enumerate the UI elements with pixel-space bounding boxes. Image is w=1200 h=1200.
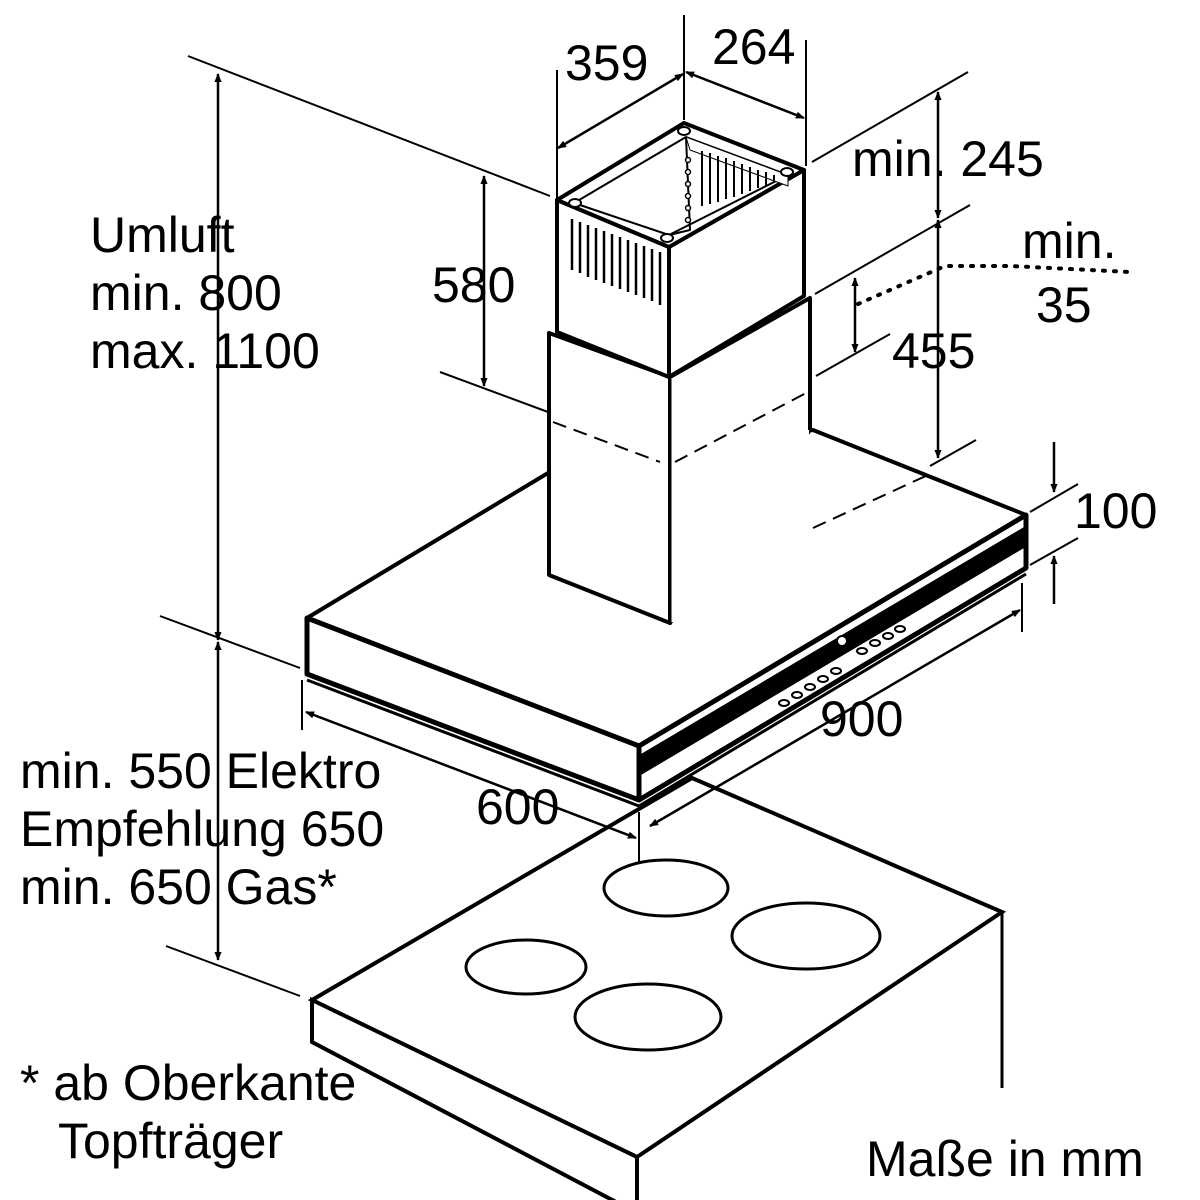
dim-label-overlap-min: min.	[1022, 213, 1117, 269]
ext-line	[811, 71, 969, 163]
control-button-icon	[869, 639, 881, 647]
footnote: * ab Oberkante Topfträger	[20, 1054, 356, 1170]
dim-label-canopy-depth: 600	[476, 779, 560, 835]
upper-chimney	[555, 121, 806, 379]
control-button-icon	[894, 625, 906, 633]
lower-chimney-hidden-line-right	[674, 391, 809, 463]
ext-line	[439, 371, 549, 413]
chimney-inner-corner	[668, 136, 691, 236]
dimension-lines	[159, 15, 1132, 997]
recirculation-line-2: min. 800	[90, 265, 282, 321]
dim-arrow-600	[305, 710, 637, 840]
cooking-zone-front-left	[602, 858, 730, 918]
top-screw-right-icon	[780, 167, 794, 177]
recirculation-line-1: Umluft	[90, 207, 235, 263]
chimney-inner-back-wall	[685, 136, 789, 187]
control-button-icon	[830, 667, 842, 675]
lower-chimney-right-face-fill	[671, 378, 809, 622]
ext-line	[165, 945, 301, 997]
dim-label-canopy-width: 900	[820, 691, 904, 747]
cooktop	[307, 775, 1007, 1200]
overlap-dotted-leader	[856, 264, 1132, 306]
inner-ventilation-slots	[701, 151, 775, 206]
outer-ventilation-slots	[570, 219, 662, 305]
control-button-icon	[778, 699, 790, 707]
dim-label-chimney-width: 264	[712, 19, 796, 75]
control-button-icon	[882, 632, 894, 640]
dim-arrow-359	[557, 72, 684, 150]
control-button-icon	[856, 647, 868, 655]
clearance-note: min. 550 Elektro Empfehlung 650 min. 650…	[20, 742, 384, 916]
units-note: Maße in mm	[866, 1131, 1144, 1187]
clearance-line-3: min. 650 Gas*	[20, 859, 337, 915]
top-screw-back-icon	[677, 126, 691, 136]
dim-label-overlap-value: 35	[1036, 277, 1092, 333]
cooktop-surface	[307, 775, 1007, 1160]
ext-line	[815, 333, 891, 377]
ext-line	[187, 55, 551, 197]
ext-line	[814, 204, 971, 295]
cooking-zone-back-right	[730, 901, 882, 971]
ext-line	[159, 615, 301, 669]
cooking-zone-front-right	[573, 982, 723, 1052]
top-screw-front-icon	[660, 233, 674, 243]
ext-line	[1029, 483, 1079, 513]
dim-label-canopy-height: 100	[1074, 483, 1158, 539]
recirculation-height-note: Umluft min. 800 max. 1100	[90, 206, 320, 380]
dim-label-ceiling-gap: min. 245	[852, 131, 1044, 187]
lower-chimney-left-face	[547, 331, 672, 625]
control-button-icon	[817, 675, 829, 683]
cooking-zone-back-left	[464, 938, 588, 996]
dim-label-upper-chimney-height: 580	[432, 257, 516, 313]
footnote-line-2: Topfträger	[58, 1113, 284, 1169]
dim-arrow-900	[649, 608, 1021, 828]
control-button-icon	[791, 691, 803, 699]
dim-label-chimney-depth: 359	[565, 35, 649, 91]
clearance-line-1: min. 550 Elektro	[20, 743, 382, 799]
power-button-icon	[836, 635, 848, 647]
lower-chimney	[547, 296, 812, 625]
clearance-line-2: Empfehlung 650	[20, 801, 385, 857]
recirculation-line-3: max. 1100	[90, 323, 320, 379]
control-button-icon	[804, 683, 816, 691]
ext-line	[1029, 537, 1079, 566]
mounting-holes	[684, 156, 692, 224]
ext-line	[929, 439, 977, 467]
footnote-line-1: * ab Oberkante	[20, 1055, 357, 1111]
lower-chimney-hidden-line-left	[552, 421, 661, 463]
dim-arrow-264	[685, 70, 805, 120]
cooktop-front-face	[310, 996, 639, 1200]
dim-label-lower-chimney-height: 455	[892, 323, 976, 379]
top-screw-left-icon	[568, 198, 582, 208]
